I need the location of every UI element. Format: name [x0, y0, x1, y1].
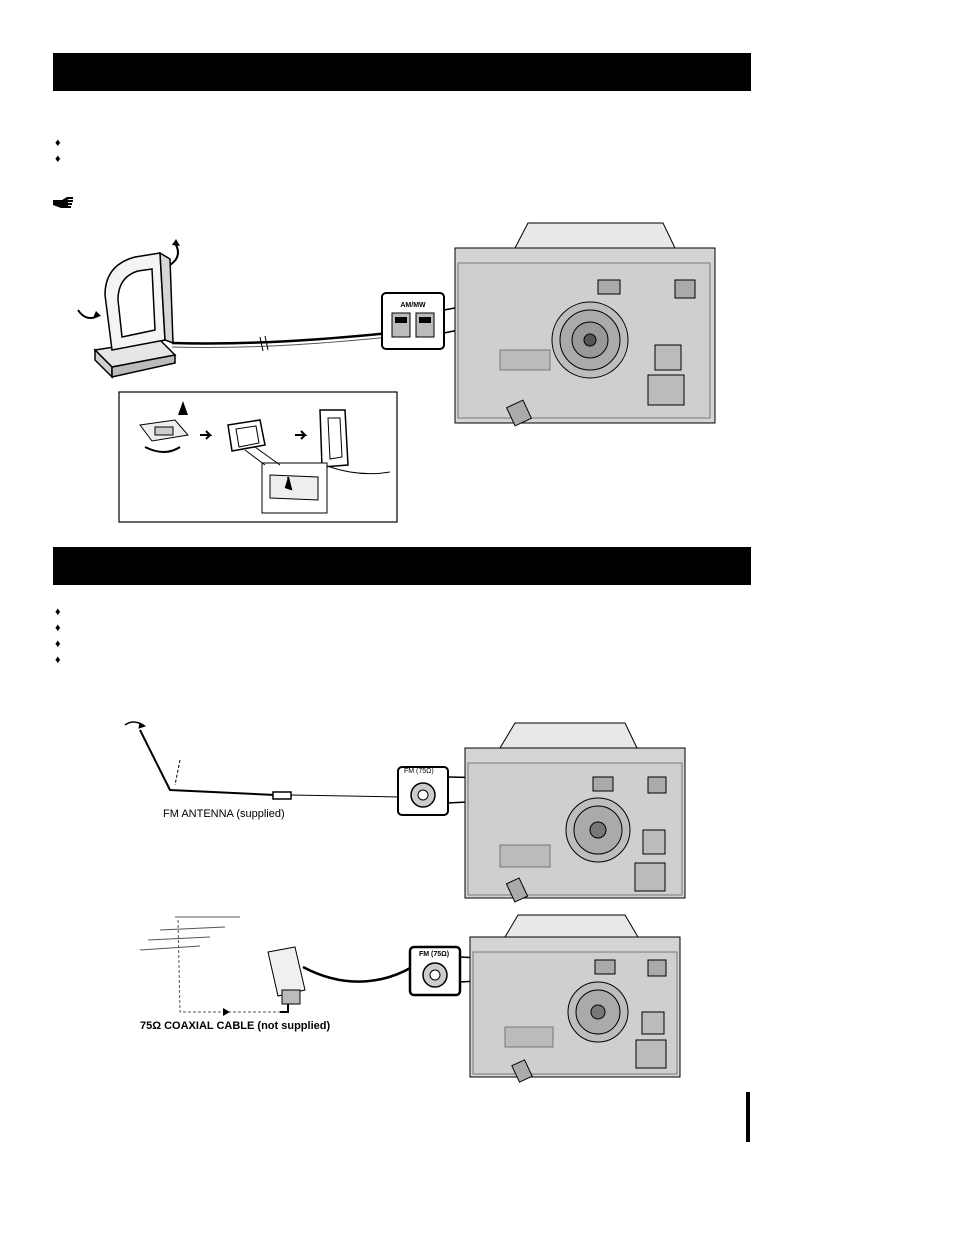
diamond-bullet-icon: ♦	[55, 654, 61, 666]
diamond-bullet-icon: ♦	[55, 622, 61, 634]
outdoor-antenna	[139, 916, 280, 1013]
fm-jack-label-bottom: FM (75Ω)	[419, 951, 450, 958]
fm-unit-rear-panel-top	[464, 722, 686, 903]
diamond-bullet-icon: ♦	[55, 638, 61, 650]
am-unit-rear-panel	[454, 222, 716, 427]
am-loop-antenna-diagram: AM/MW	[77, 222, 716, 523]
fm-section-header-bar	[53, 547, 751, 585]
am-terminal-callout: AM/MW	[381, 292, 445, 350]
am-panel-label: AM/MW	[400, 302, 426, 309]
coaxial-adaptor	[267, 946, 306, 1013]
diamond-bullet-icon: ♦	[55, 153, 61, 165]
page-edge-marker	[746, 1092, 750, 1142]
fm-jack-callout-bottom	[408, 945, 462, 997]
fm-jack-label-top: FM (75Ω)	[404, 768, 434, 775]
am-loop-antenna	[93, 251, 177, 379]
am-section-header-bar	[53, 53, 751, 91]
fm-unit-rear-panel-bottom	[469, 914, 681, 1083]
coaxial-cable-label: 75Ω COAXIAL CABLE (not supplied)	[140, 1020, 331, 1032]
fm-wire-antenna	[124, 721, 401, 800]
fm-jack-callout-top	[397, 766, 449, 816]
fm-wire-antenna-diagram	[124, 721, 686, 903]
am-antenna-assembly-inset	[118, 391, 398, 523]
fm-antenna-label: FM ANTENNA (supplied)	[163, 808, 285, 820]
fm-outdoor-antenna-diagram	[139, 914, 681, 1083]
diamond-bullet-icon: ♦	[55, 606, 61, 618]
pointing-hand-icon	[53, 197, 73, 208]
diamond-bullet-icon: ♦	[55, 137, 61, 149]
